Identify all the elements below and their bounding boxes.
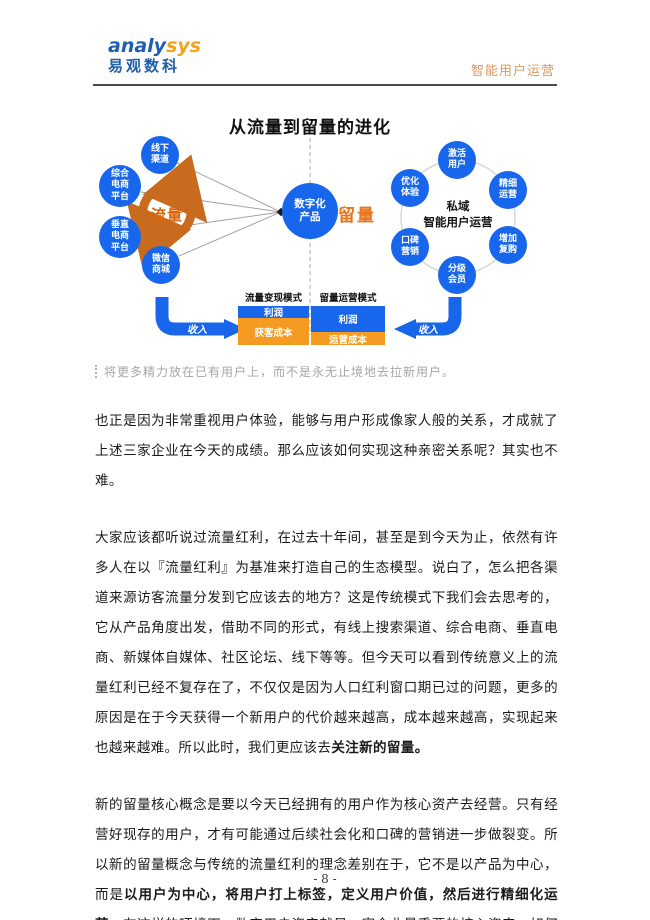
paragraph-1: 也正是因为非常重视用户体验，能够与用户形成像家人般的关系，才成就了上述三家企业在…	[95, 413, 558, 489]
retention-operation-cost-bar: 运营成本	[311, 332, 385, 346]
page-header: analysys 易观数科 智能用户运营	[0, 0, 650, 86]
ops-node-refined-operation: 精细 运营	[489, 171, 527, 209]
analysys-logo: analysys 易观数科	[108, 36, 201, 74]
caption-marker	[95, 365, 97, 378]
caption-text: 将更多精力放在已有用户上，而不是永无止境地去拉新用户。	[104, 365, 456, 379]
page-number: - 8 -	[313, 872, 337, 886]
traffic-profit-bar: 利润	[238, 306, 309, 319]
traffic-monetization-table: 流量变现模式 利润 获客成本	[238, 291, 309, 345]
traffic-acquisition-cost-bar: 获客成本	[238, 318, 309, 345]
ops-node-optimize-experience: 优化 体验	[391, 169, 429, 207]
income-arrow-left: 收入	[155, 297, 246, 339]
logo-wordmark-blue: analy	[108, 35, 167, 57]
retention-operation-table: 留量运营模式 利润 运营成本	[311, 291, 385, 346]
traffic-label: 流量	[150, 206, 183, 224]
source-node-integrated-ecommerce: 综合 电商 平台	[99, 165, 141, 207]
logo-wordmark-orange: sys	[166, 35, 202, 57]
retention-profit-bar: 利润	[311, 306, 385, 332]
private-domain-center-label: 私域 智能用户运营	[423, 199, 493, 229]
diagram-caption: 将更多精力放在已有用户上，而不是永无止境地去拉新用户。	[95, 363, 560, 380]
header-tagline: 智能用户运营	[470, 64, 555, 79]
ops-node-increase-repurchase: 增加 复购	[489, 226, 527, 264]
retention-label: 留量	[338, 206, 376, 226]
income-arrow-right: 收入	[394, 297, 462, 339]
retention-table-header: 留量运营模式	[319, 293, 377, 304]
income-right-label: 收入	[418, 324, 438, 336]
traffic-to-retention-diagram: 从流量到留量的进化	[0, 105, 650, 360]
diagram-title: 从流量到留量的进化	[229, 118, 391, 138]
ops-node-wom-marketing: 口碑 营销	[391, 228, 429, 266]
header-divider	[93, 84, 557, 86]
ops-node-activate-users: 激活 用户	[438, 141, 476, 179]
source-node-vertical-ecommerce: 垂直 电商 平台	[99, 216, 141, 258]
source-node-wechat-store: 微信 商城	[142, 246, 180, 284]
paragraph-2: 大家应该都听说过流量红利，在过去十年间，甚至是到今天为止，依然有许多人在以『流量…	[95, 530, 558, 756]
traffic-swirl-icon	[126, 154, 208, 270]
article-body: 也正是因为非常重视用户体验，能够与用户形成像家人般的关系，才成就了上述三家企业在…	[95, 406, 558, 920]
ops-node-tiered-membership: 分级 会员	[438, 256, 476, 294]
traffic-table-header: 流量变现模式	[244, 293, 302, 304]
source-node-offline-channel: 线下 渠道	[141, 136, 179, 174]
logo-wordmark: analysys	[108, 36, 201, 57]
income-left-label: 收入	[187, 324, 207, 336]
digital-product-node: 数字化 产品	[282, 183, 338, 239]
paragraph-3: 新的留量核心概念是要以今天已经拥有的用户作为核心资产去经营。只有经营好现存的用户…	[95, 797, 558, 920]
logo-chinese-name: 易观数科	[108, 56, 181, 75]
